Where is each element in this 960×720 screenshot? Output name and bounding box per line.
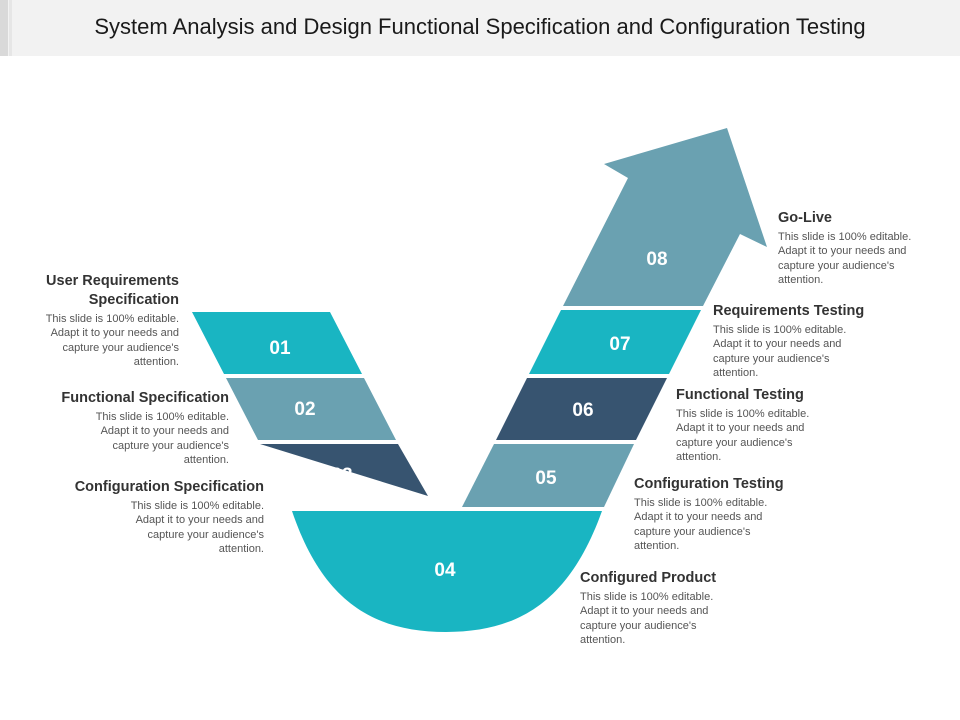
title-accent-line xyxy=(9,0,12,56)
step-heading-05: Configuration Testing xyxy=(634,476,784,492)
step-label-01: User Requirements Specification This sli… xyxy=(0,272,179,369)
step-heading-07: Requirements Testing xyxy=(713,303,865,319)
segment-05 xyxy=(462,444,634,507)
step-number-08: 08 xyxy=(646,249,667,270)
step-label-04: Configured Product This slide is 100% ed… xyxy=(580,569,780,647)
page-title: System Analysis and Design Functional Sp… xyxy=(94,14,866,39)
step-heading-03: Configuration Specification xyxy=(74,479,264,495)
segment-02 xyxy=(226,378,396,440)
step-desc-06: This slide is 100% editable. Adapt it to… xyxy=(676,408,810,463)
step-desc-05: This slide is 100% editable. Adapt it to… xyxy=(634,497,768,552)
step-number-06: 06 xyxy=(572,400,593,421)
step-label-05: Configuration Testing This slide is 100%… xyxy=(634,475,834,553)
step-desc-02: This slide is 100% editable. Adapt it to… xyxy=(95,411,229,466)
title-bar xyxy=(0,0,960,56)
step-desc-01: This slide is 100% editable. Adapt it to… xyxy=(45,313,179,368)
step-desc-08: This slide is 100% editable. Adapt it to… xyxy=(778,231,912,286)
step-label-03: Configuration Specification This slide i… xyxy=(64,478,264,556)
step-number-01: 01 xyxy=(269,338,291,359)
step-number-04: 04 xyxy=(434,560,456,581)
segment-03 xyxy=(260,444,428,496)
segment-04 xyxy=(292,511,602,632)
segment-08-arrow xyxy=(563,128,767,306)
segment-07 xyxy=(529,310,701,374)
title-accent xyxy=(0,0,8,56)
step-number-02: 02 xyxy=(294,399,315,420)
step-desc-03: This slide is 100% editable. Adapt it to… xyxy=(130,500,264,555)
step-label-06: Functional Testing This slide is 100% ed… xyxy=(676,386,876,464)
step-heading-01: User Requirements Specification xyxy=(46,273,179,308)
step-label-02: Functional Specification This slide is 1… xyxy=(29,389,229,467)
segment-01 xyxy=(192,312,362,374)
step-heading-06: Functional Testing xyxy=(676,387,804,403)
step-number-07: 07 xyxy=(609,334,630,355)
step-label-07: Requirements Testing This slide is 100% … xyxy=(713,302,913,380)
step-label-08: Go-Live This slide is 100% editable. Ada… xyxy=(778,209,960,287)
segment-06 xyxy=(496,378,667,440)
step-heading-04: Configured Product xyxy=(580,570,717,586)
step-number-03: 03 xyxy=(331,465,352,486)
step-desc-04: This slide is 100% editable. Adapt it to… xyxy=(580,591,714,646)
step-heading-08: Go-Live xyxy=(778,210,832,226)
step-desc-07: This slide is 100% editable. Adapt it to… xyxy=(713,324,847,379)
step-number-05: 05 xyxy=(535,468,557,489)
step-heading-02: Functional Specification xyxy=(61,390,229,406)
